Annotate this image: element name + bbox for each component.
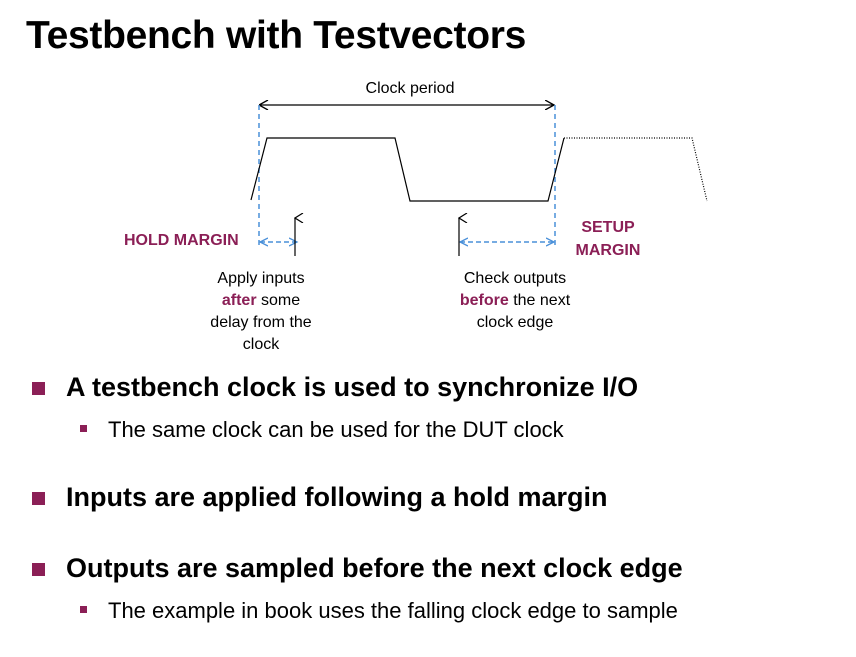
apply-note-emph: after [221,292,257,309]
sub-bullet-text: The example in book uses the falling clo… [108,598,678,623]
clock-waveform-next [564,137,708,202]
check-note-line3: clock edge [476,314,554,331]
setup-margin-label: SETUP MARGIN [570,216,646,262]
clock-period-label: Clock period [365,80,455,97]
apply-note-line2-rest: some [256,292,301,309]
apply-note-line1: Apply inputs [217,270,305,287]
sub-bullet-text: The same clock can be used for the DUT c… [108,417,564,442]
page-title: Testbench with Testvectors [26,14,527,57]
check-outputs-note: Check outputs before the next clock edge [440,268,590,334]
check-note-line1: Check outputs [463,270,567,287]
bullet-marker-icon [32,492,45,505]
clock-waveform [250,137,565,202]
apply-note-line3: delay from the [210,314,312,331]
check-note-line2-rest: the next [508,292,571,309]
bullet-text: Outputs are sampled before the next cloc… [66,553,683,583]
hold-margin-label: HOLD MARGIN [124,232,239,249]
apply-note-line4: clock [242,336,280,353]
setup-margin-line1: SETUP [581,219,635,236]
sub-bullet-marker-icon [80,425,87,432]
bullet-marker-icon [32,382,45,395]
sub-bullet-marker-icon [80,606,87,613]
apply-inputs-note: Apply inputs after some delay from the c… [196,268,326,356]
bullet-text: A testbench clock is used to synchronize… [66,372,639,402]
bullet-text: Inputs are applied following a hold marg… [66,482,608,512]
apply-note-line2: after some [196,290,326,312]
check-note-emph: before [459,292,509,309]
check-note-line2: before the next [440,290,590,312]
bullet-marker-icon [32,563,45,576]
setup-margin-line2: MARGIN [575,242,641,259]
